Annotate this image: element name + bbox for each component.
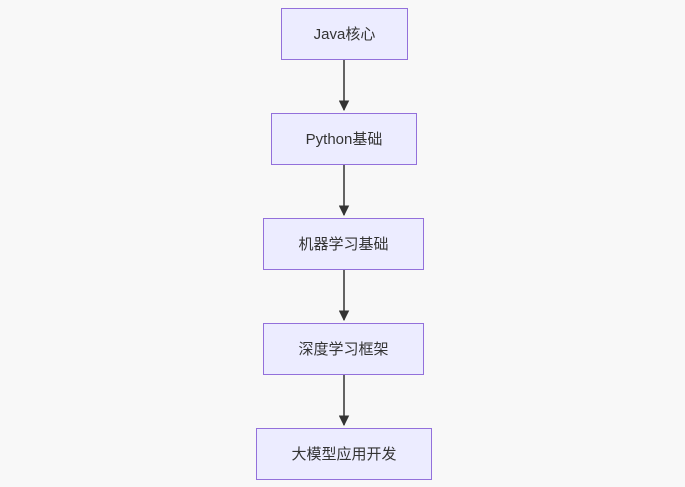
node-label: 大模型应用开发 — [291, 445, 397, 463]
node-label: Java核心 — [313, 25, 376, 43]
flowchart-node-llm-app-development: 大模型应用开发 — [256, 428, 432, 480]
flowchart-node-deep-learning-frameworks: 深度学习框架 — [263, 323, 424, 375]
flowchart-node-java-core: Java核心 — [281, 8, 408, 60]
flowchart-node-python-basics: Python基础 — [271, 113, 417, 165]
node-label: 机器学习基础 — [298, 235, 389, 253]
node-label: 深度学习框架 — [298, 340, 389, 358]
flowchart-node-machine-learning-basics: 机器学习基础 — [263, 218, 424, 270]
node-label: Python基础 — [305, 130, 383, 148]
